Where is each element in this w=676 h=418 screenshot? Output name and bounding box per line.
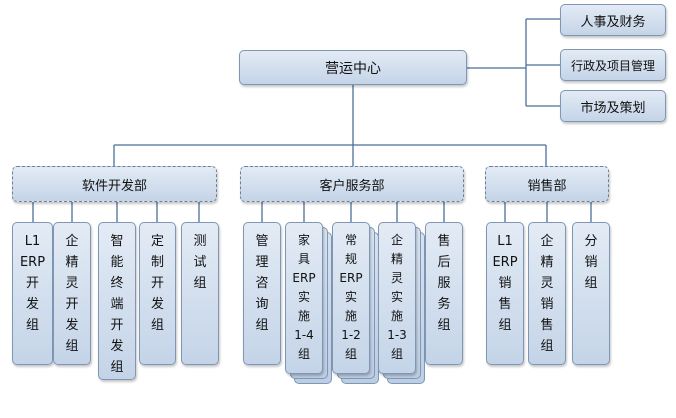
team-label: 家 具 ERP 实 施 1-4 组 [292,233,316,361]
team-custom-dev: 定 制 开 发 组 [139,222,176,365]
right-unit-hr-finance: 人事及财务 [560,4,666,36]
center-node: 营运中心 [239,50,467,85]
team-furniture-erp-impl: 家 具 ERP 实 施 1-4 组 [285,222,323,374]
team-l1-erp-dev: L1 ERP 开 发 组 [12,222,53,365]
department-sales: 销售部 [485,166,609,202]
right-unit-admin-project: 行政及项目管理 [560,49,666,81]
department-label: 客户服务部 [319,178,385,194]
department-software-dev: 软件开发部 [12,166,217,202]
team-label: L1 ERP 开 发 组 [19,234,46,333]
team-after-sales: 售 后 服 务 组 [425,222,463,365]
team-label: 企 精 灵 实 施 1-3 组 [387,233,407,361]
team-label: 分 销 组 [584,234,598,291]
department-label: 软件开发部 [81,178,147,194]
team-label: 企 精 灵 开 发 组 [65,234,79,354]
team-distribution: 分 销 组 [572,222,610,365]
right-unit-label: 市场及策划 [580,100,646,116]
team-label: L1 ERP 销 售 组 [492,234,518,333]
team-label: 常 规 ERP 实 施 1-2 组 [339,233,363,361]
center-node-label: 营运中心 [325,60,381,77]
department-label: 销售部 [527,178,567,194]
team-label: 智 能 终 端 开 发 组 [110,234,124,375]
team-qijingling-sales: 企 精 灵 销 售 组 [528,222,566,365]
team-qijingling-dev: 企 精 灵 开 发 组 [53,222,91,365]
department-customer-service: 客户服务部 [240,166,464,202]
team-label: 定 制 开 发 组 [150,234,164,333]
team-smart-terminal-dev: 智 能 终 端 开 发 组 [98,222,136,380]
team-testing: 测 试 组 [181,222,219,365]
team-qijingling-impl: 企 精 灵 实 施 1-3 组 [378,222,416,374]
team-label: 企 精 灵 销 售 组 [540,234,554,354]
right-unit-label: 行政及项目管理 [570,58,655,73]
team-mgmt-consulting: 管 理 咨 询 组 [243,222,281,365]
team-l1-erp-sales: L1 ERP 销 售 组 [486,222,524,365]
right-unit-label: 人事及财务 [580,14,646,30]
right-unit-marketing: 市场及策划 [560,90,666,122]
team-regular-erp-impl: 常 规 ERP 实 施 1-2 组 [332,222,370,374]
team-label: 测 试 组 [193,234,207,291]
team-label: 售 后 服 务 组 [437,234,451,333]
team-label: 管 理 咨 询 组 [255,234,269,333]
